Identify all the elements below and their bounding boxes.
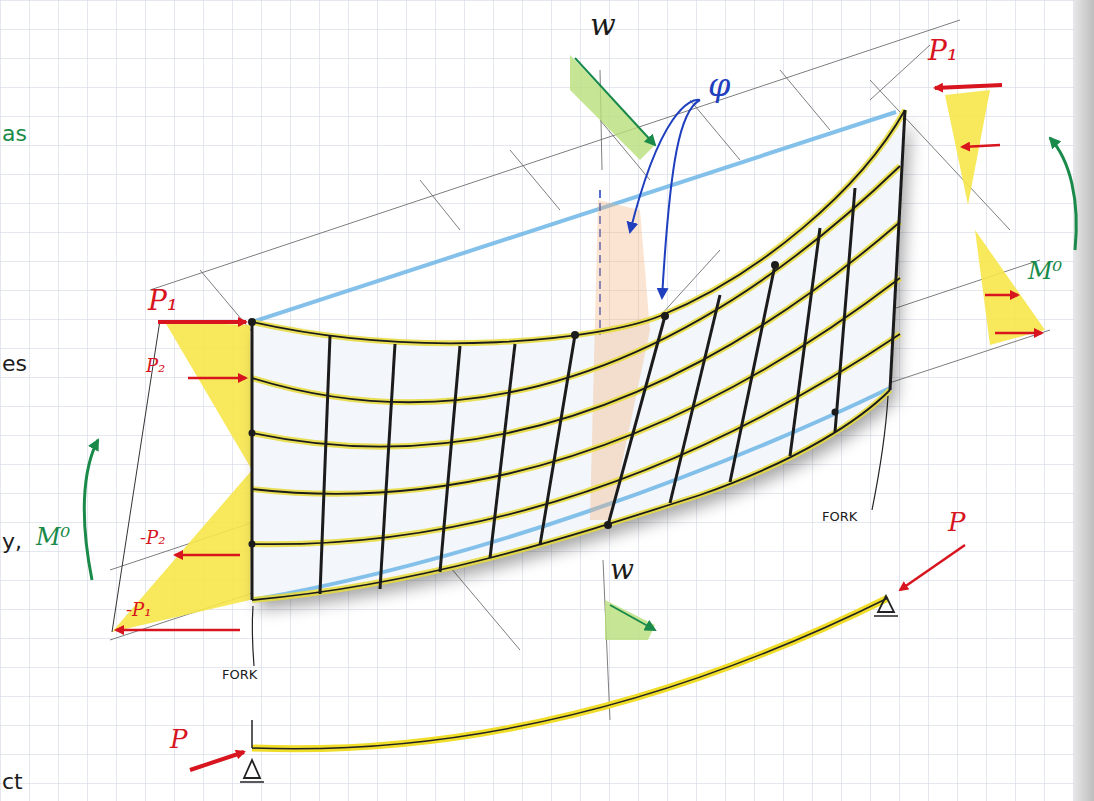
w-arrow	[575, 58, 655, 145]
phi-arrow	[662, 100, 700, 298]
stress-diagram-right	[935, 85, 1076, 345]
force-label: P₁	[148, 286, 178, 317]
force-label: P	[948, 508, 966, 537]
stress-diagram-left	[84, 320, 252, 632]
w-shade	[570, 55, 655, 160]
side-view	[190, 545, 965, 782]
deflection-label: w	[590, 8, 616, 41]
deflection-label: w	[610, 555, 634, 586]
phi-arrow	[630, 100, 700, 232]
support-label: FORK	[222, 668, 257, 682]
force-label: P₁	[928, 36, 958, 67]
force-label: P₂	[146, 356, 165, 376]
slide-text-fragment: as	[2, 122, 27, 146]
construction-lines	[110, 20, 1050, 720]
moment-label: M⁰	[36, 524, 70, 550]
support-label: FORK	[822, 510, 857, 524]
twist-label: φ	[708, 68, 730, 103]
leader-line	[872, 396, 888, 510]
undeformed-outline	[252, 112, 896, 600]
slide-text-fragment: ct	[2, 770, 23, 794]
force-label: -P₂	[140, 528, 165, 548]
moment-label: M⁰	[1028, 258, 1062, 284]
slide-text-fragment: y,	[2, 530, 22, 554]
leader-line	[252, 606, 254, 666]
beam-mesh	[248, 110, 905, 600]
slide-text-fragment: es	[2, 352, 27, 376]
page-shadow	[1074, 0, 1094, 801]
force-label: -P₁	[126, 600, 151, 620]
force-label: P	[170, 725, 188, 754]
beam-web	[252, 110, 905, 600]
